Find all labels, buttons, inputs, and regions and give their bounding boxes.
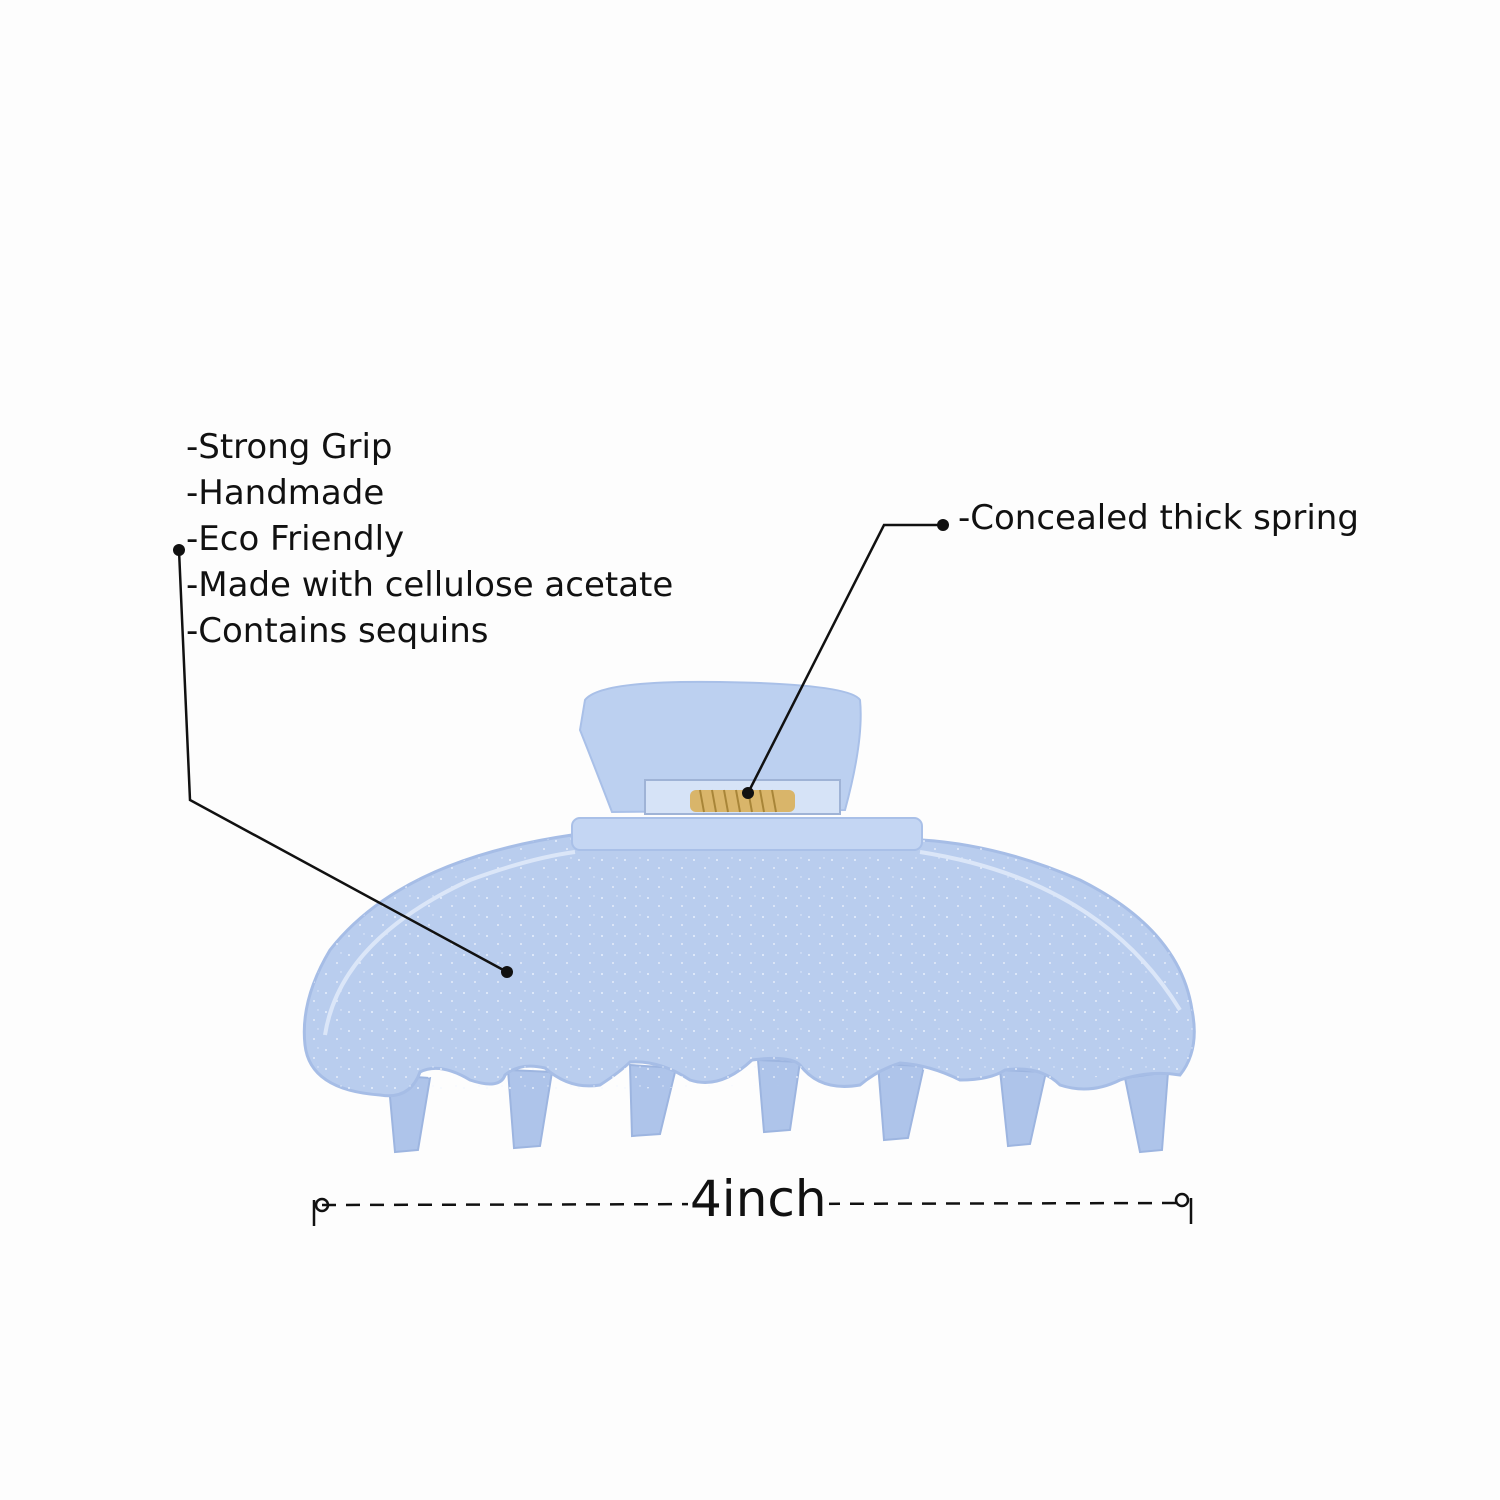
spring-callout-label: -Concealed thick spring xyxy=(958,498,1359,538)
feature-strong-grip: -Strong Grip xyxy=(186,427,393,467)
callout-dot xyxy=(937,519,949,531)
feature-eco-friendly: -Eco Friendly xyxy=(186,519,405,559)
spring xyxy=(644,779,841,815)
feature-sequins: -Contains sequins xyxy=(186,611,489,651)
feature-handmade: -Handmade xyxy=(186,473,385,513)
feature-material: -Made with cellulose acetate xyxy=(186,565,674,605)
dimension-line xyxy=(312,1192,1193,1226)
callout-dot xyxy=(173,544,185,556)
clip-collar xyxy=(571,817,923,851)
callout-dot xyxy=(501,966,513,978)
clip-teeth xyxy=(386,1058,1170,1154)
features-callout-line xyxy=(177,549,508,974)
dimension-label: 4inch xyxy=(688,1170,829,1228)
spring-callout-line xyxy=(746,523,943,794)
callout-dot xyxy=(742,787,754,799)
